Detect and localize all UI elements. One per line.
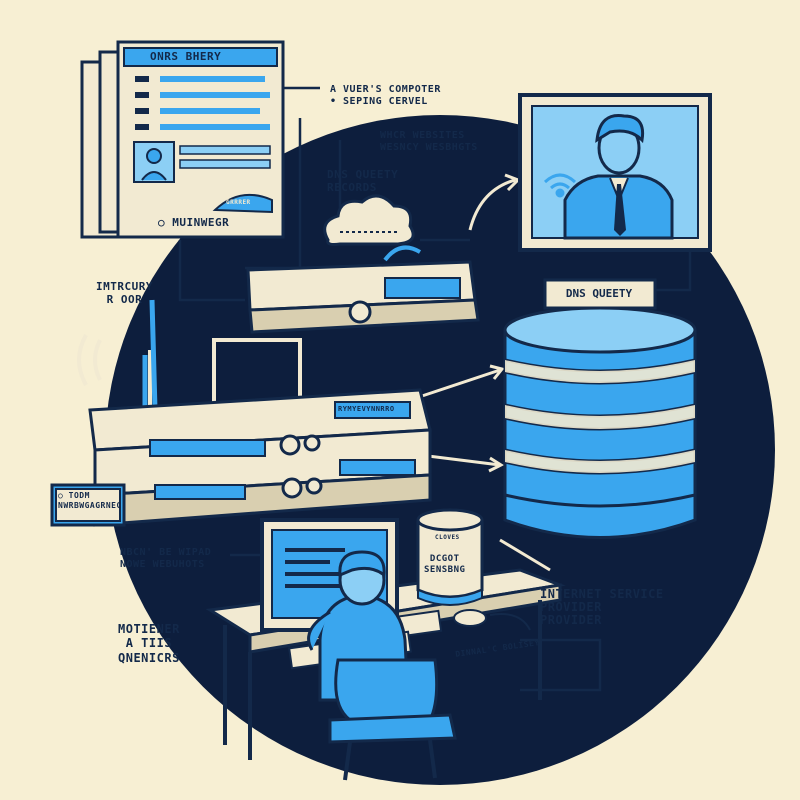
desk-scene	[205, 508, 566, 781]
browser-title: ONRS BHERY	[150, 50, 222, 63]
which-websites-label: WHCR WEBSITES WESNCY WESBHGTS	[380, 130, 478, 153]
browser-badge: GRRRER	[226, 199, 251, 206]
motiener-label: MOTIENER A TIIS QNENICRS	[118, 622, 180, 665]
drum-small-label: CLOVES	[435, 534, 460, 541]
intrtoury-roor-label: IMTRCURY R OOR	[96, 280, 153, 307]
top-router-box	[246, 245, 480, 334]
browser-window-stack	[80, 40, 285, 239]
video-call-monitor	[518, 93, 712, 252]
isp-label: INTERNET SERVICE PROVIDER PROVIDER	[540, 587, 664, 628]
user-computer-label: A VUER'S COMPOTER • SEPING CERVEL	[330, 84, 441, 107]
neow-websites-label: NBCN' BE WIPAD NOWE WEBUHOTS	[120, 547, 212, 570]
person-avatar-icon	[146, 148, 162, 164]
dns-server-stack-icon	[503, 278, 697, 539]
drum-label: DCGOT SENSBNG	[424, 554, 466, 575]
dns-server-tag: DNS QUEETY	[565, 287, 633, 300]
dns-query-records-label: DNS QUEETY RECORDS	[327, 168, 399, 195]
router-icon	[77, 299, 432, 527]
modem-box	[50, 483, 126, 527]
router-panel-label: RYMYEVYNNRRO	[338, 405, 395, 413]
modem-tag-label: ○ TODM NWRBWGAGRNEG	[58, 491, 122, 510]
browser-caption: ○ MUINWEGR	[158, 216, 230, 229]
wifi-icon	[543, 173, 577, 198]
